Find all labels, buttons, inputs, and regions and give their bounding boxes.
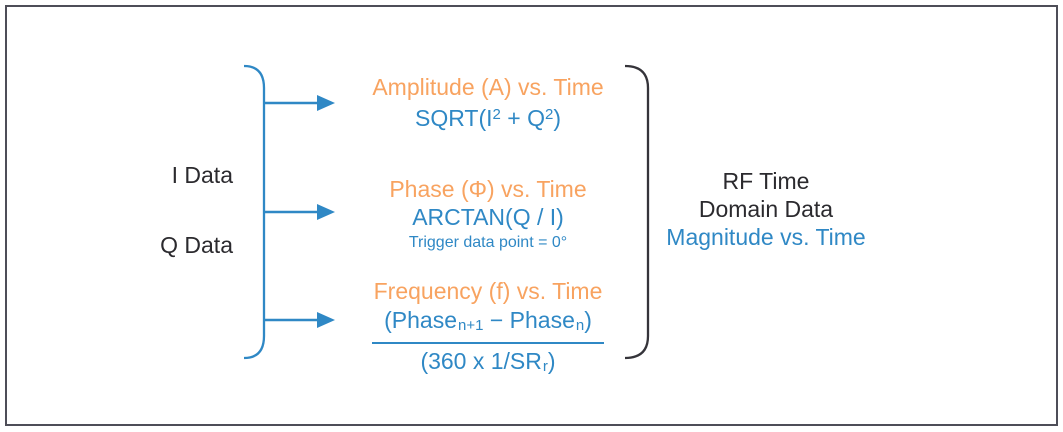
frequency-fraction: (Phasen+1 − Phasen) (360 x 1/SRr) <box>372 307 604 380</box>
phase-title: Phase (Φ) vs. Time <box>389 176 587 202</box>
phase-output-group: Phase (Φ) vs. Time ARCTAN(Q / I) Trigger… <box>330 175 646 253</box>
formula-subscript: r <box>542 358 548 375</box>
formula-text: + Q <box>500 105 545 131</box>
formula-subscript: n+1 <box>457 317 484 334</box>
arrow-head <box>317 95 335 111</box>
result-line-rf-time: RF Time <box>722 168 810 194</box>
output-group-brace <box>624 64 650 360</box>
arrow-right-icon <box>265 204 335 220</box>
formula-text: ) <box>547 348 556 374</box>
input-group-brace <box>243 64 266 360</box>
formula-text: (Phase <box>384 307 457 333</box>
arrow-right-icon <box>265 312 335 328</box>
formula-text: ) <box>584 307 592 333</box>
i-data-label: I Data <box>171 162 233 188</box>
formula-text: ) <box>553 105 561 131</box>
arrow-head <box>317 312 335 328</box>
amplitude-title: Amplitude (A) vs. Time <box>372 74 604 100</box>
formula-text: Phase <box>509 307 575 333</box>
arrow-head <box>317 204 335 220</box>
frequency-denominator: (360 x 1/SRr) <box>372 344 604 380</box>
formula-text: (360 x 1/SR <box>420 348 542 374</box>
frequency-numerator: (Phasen+1 − Phasen) <box>372 307 604 344</box>
phase-trigger-note: Trigger data point = 0° <box>408 234 568 251</box>
arrow-right-icon <box>265 95 335 111</box>
amplitude-formula: SQRT(I2 + Q2) <box>330 101 646 132</box>
amplitude-output-group: Amplitude (A) vs. Time SQRT(I2 + Q2) <box>330 73 646 132</box>
formula-text: SQRT(I <box>415 105 493 131</box>
frequency-title: Frequency (f) vs. Time <box>373 278 603 304</box>
formula-text: − <box>483 307 510 333</box>
diagram-border <box>5 5 1058 426</box>
frequency-output-group: Frequency (f) vs. Time (Phasen+1 − Phase… <box>330 277 646 380</box>
formula-subscript: n <box>575 317 585 334</box>
formula-superscript: 2 <box>492 106 501 123</box>
result-line-domain-data: Domain Data <box>698 196 834 222</box>
result-block: RF Time Domain Data Magnitude vs. Time <box>635 167 897 251</box>
formula-superscript: 2 <box>544 106 554 123</box>
result-line-magnitude-vs-time: Magnitude vs. Time <box>666 224 866 250</box>
phase-formula: ARCTAN(Q / I) <box>412 204 564 230</box>
q-data-label: Q Data <box>160 232 233 258</box>
